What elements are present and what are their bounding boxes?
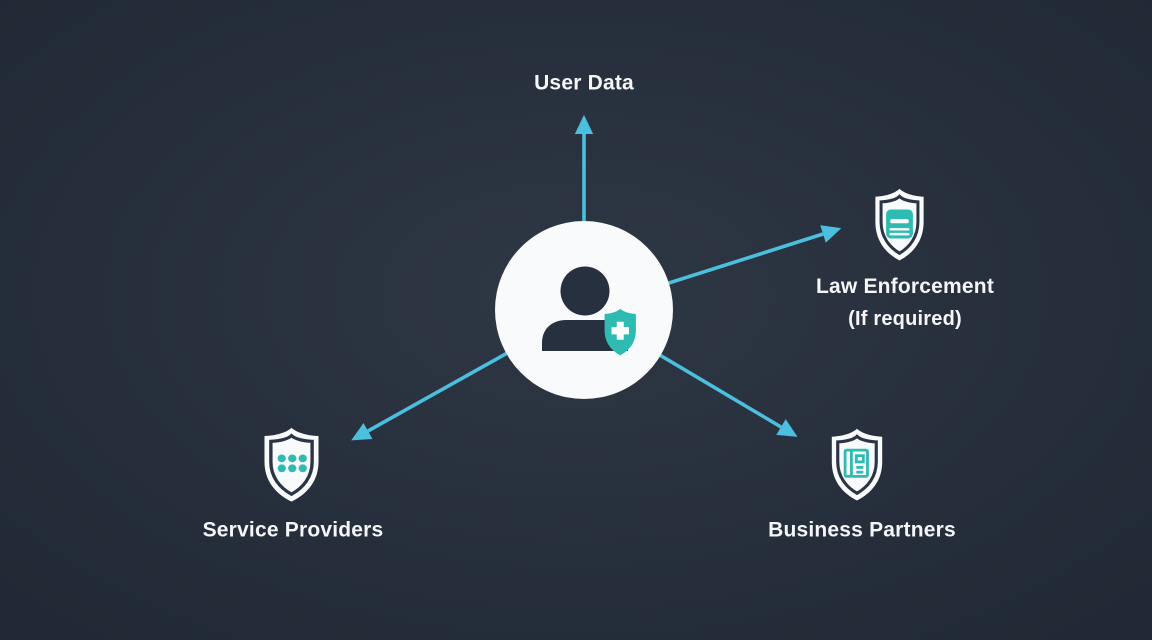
law-enforcement-label-line2: (If required) <box>848 307 962 330</box>
shield-icon-service-providers <box>262 426 321 504</box>
center-node <box>495 221 673 399</box>
user-data-label: User Data <box>534 71 634 95</box>
plus-glyph <box>611 321 629 340</box>
police-vehicle-icon <box>886 209 913 239</box>
shield-plus-icon <box>604 308 636 356</box>
shield-icon-law-enforcement <box>873 187 926 263</box>
service-providers-label: Service Providers <box>202 518 384 542</box>
business-partners-label: Business Partners <box>768 518 956 542</box>
building-icon <box>843 448 869 478</box>
dots-grid-icon <box>277 454 307 473</box>
law-enforcement-label: Law Enforcement (If required) <box>816 271 994 335</box>
shield-icon-business-partners <box>830 427 884 503</box>
law-enforcement-label-line1: Law Enforcement <box>815 275 995 299</box>
